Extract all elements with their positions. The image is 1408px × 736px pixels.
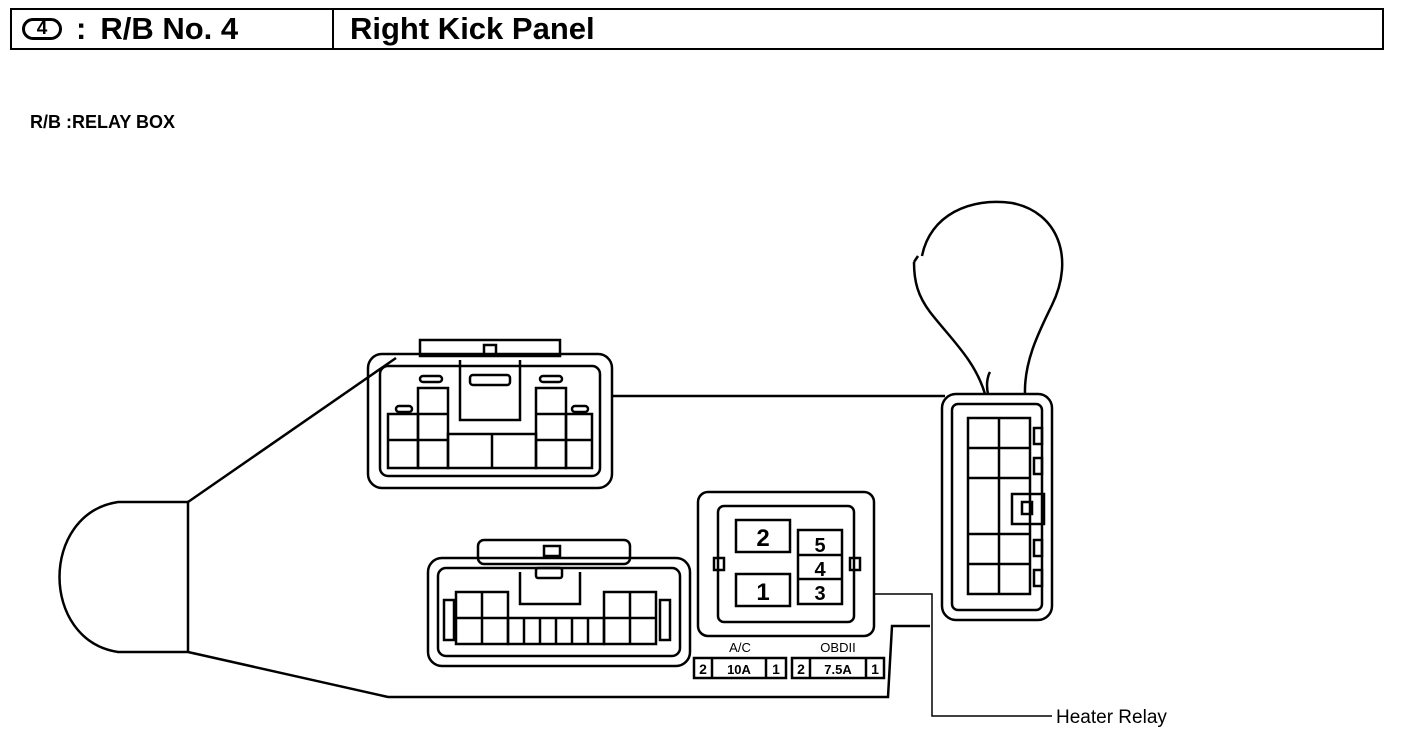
relay-terminal-4: 4: [814, 559, 826, 581]
relay-box-code: R/B No. 4: [100, 11, 239, 46]
fuse-obdii-terminal-left: 2: [797, 661, 805, 677]
relay-terminal-2: 2: [756, 525, 769, 552]
relay-box-id: 4 : R/B No. 4: [12, 10, 334, 48]
heater-relay-label: Heater Relay: [1056, 707, 1167, 728]
fuse-ac-terminal-left: 2: [699, 661, 707, 677]
fuse-obdii-name: OBDII: [820, 640, 855, 655]
relay-terminal-3: 3: [814, 583, 825, 605]
heater-relay-socket: [696, 490, 876, 638]
fuse-obdii: [790, 656, 886, 680]
fuse-ac: [692, 656, 788, 680]
fuse-ac-terminal-right: 1: [772, 661, 780, 677]
location-title: Right Kick Panel: [334, 10, 1382, 48]
relay-box-number-badge: 4: [22, 18, 62, 40]
fuse-ac-rating: 10A: [727, 662, 751, 677]
header-separator: :: [76, 11, 87, 46]
abbreviation-note: R/B :RELAY BOX: [30, 112, 176, 132]
fuse-obdii-rating: 7.5A: [824, 662, 852, 677]
relay-terminal-5: 5: [814, 535, 825, 557]
housing-outline: [58, 200, 1064, 699]
relay-terminal-1: 1: [756, 579, 769, 606]
fuse-ac-name: A/C: [729, 640, 751, 655]
heater-relay-leader: [874, 593, 1052, 717]
relay-terminal-labels: 2 5 4 1 3: [756, 525, 826, 606]
connector-upper-left: [366, 338, 614, 490]
connector-lower-left: [426, 538, 692, 668]
fuse-obdii-terminal-right: 1: [871, 661, 879, 677]
location-title-text: Right Kick Panel: [350, 11, 595, 46]
connector-right: [940, 392, 1054, 622]
title-bar: 4 : R/B No. 4 Right Kick Panel: [10, 8, 1384, 50]
fuse-labels: A/C 2 10A 1 OBDII 2 7.5A 1: [699, 640, 879, 677]
